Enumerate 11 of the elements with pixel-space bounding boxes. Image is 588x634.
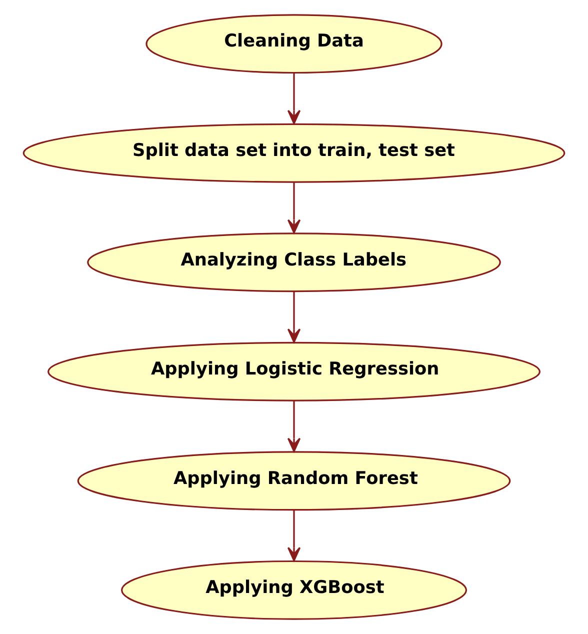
arrow [287,401,301,452]
node-ellipse: Analyzing Class Labels [87,232,501,292]
node-ellipse: Applying XGBoost [121,560,468,620]
arrow [287,182,301,234]
arrow [287,292,301,343]
node-ellipse: Applying Logistic Regression [48,342,540,402]
arrow [287,510,301,562]
node-ellipse: Split data set into train, test set [22,123,566,183]
arrow [287,73,301,124]
node-ellipse: Applying Random Forest [77,451,511,511]
node-ellipse: Cleaning Data [146,14,442,74]
